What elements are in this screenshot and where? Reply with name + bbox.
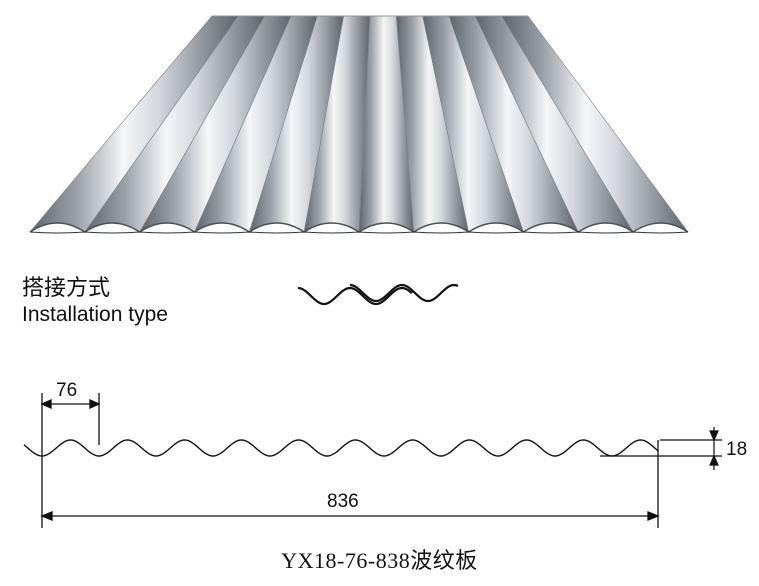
width-dimension-label: 836 — [327, 491, 359, 512]
cross-section-profile — [23, 439, 659, 457]
sheet-front-edge-shadow — [29, 231, 689, 234]
installation-overlap-profile — [297, 286, 413, 306]
installation-type-label-en: Installation type — [22, 303, 168, 326]
height-dimension-label: 18 — [726, 439, 747, 460]
pitch-dimension — [40, 393, 101, 445]
installation-type-label-zh: 搭接方式 — [22, 275, 111, 300]
pitch-dimension-label: 76 — [56, 380, 77, 401]
installation-overlap-profile-upper — [349, 283, 459, 303]
corrugated-sheet-illustration — [29, 15, 689, 234]
width-dimension — [40, 440, 660, 528]
model-label: YX18-76-838波纹板 — [281, 548, 478, 573]
height-dimension — [600, 427, 722, 470]
